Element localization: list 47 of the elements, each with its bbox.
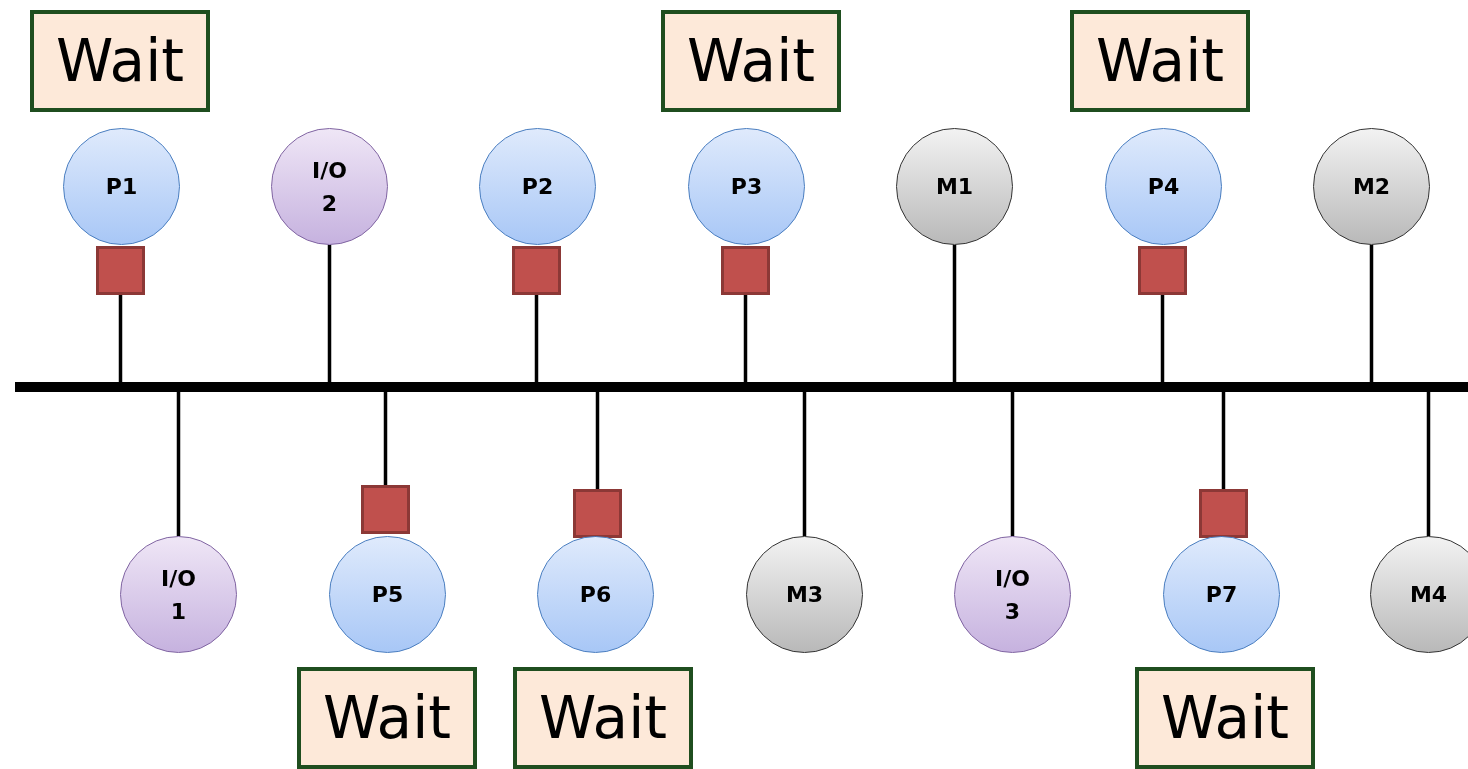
marker-square (721, 246, 770, 295)
marker-square (573, 489, 622, 538)
connector-line (1369, 245, 1374, 382)
marker-square (1138, 246, 1187, 295)
marker-square (1199, 489, 1248, 538)
connector-line (1160, 295, 1165, 382)
connector-line (595, 392, 600, 489)
node-label: I/O 1 (160, 564, 197, 626)
connector-line (383, 392, 388, 485)
node-label: I/O 2 (311, 156, 348, 218)
node-label: M3 (785, 581, 824, 609)
wait-box (1070, 10, 1250, 112)
connector-line (743, 295, 748, 382)
status-label: Wait (322, 689, 451, 747)
connector-line (176, 392, 181, 536)
marker-square (96, 246, 145, 295)
connector-line (952, 245, 957, 382)
wait-box (661, 10, 841, 112)
node-label: M4 (1409, 581, 1448, 609)
connector-line (1010, 392, 1015, 536)
status-label: Wait (538, 689, 667, 747)
node-label: P6 (579, 581, 612, 609)
connector-line (327, 245, 332, 382)
wait-box (30, 10, 210, 112)
node-label: P3 (730, 173, 763, 201)
status-label: Wait (686, 32, 815, 90)
connector-line (1426, 392, 1431, 536)
wait-box (297, 667, 477, 769)
status-label: Wait (1095, 32, 1224, 90)
node-label: M1 (935, 173, 974, 201)
node-label: P1 (105, 173, 138, 201)
wait-box (513, 667, 693, 769)
marker-square (361, 485, 410, 534)
node-label: P4 (1147, 173, 1180, 201)
node-label: I/O 3 (994, 564, 1031, 626)
connector-line (534, 295, 539, 382)
node-label: P5 (371, 581, 404, 609)
connector-line (1221, 392, 1226, 489)
connector-line (802, 392, 807, 536)
marker-square (512, 246, 561, 295)
wait-box (1135, 667, 1315, 769)
connector-line (118, 295, 123, 382)
status-label: Wait (55, 32, 184, 90)
node-label: P2 (521, 173, 554, 201)
node-label: M2 (1352, 173, 1391, 201)
status-label: Wait (1160, 689, 1289, 747)
node-label: P7 (1205, 581, 1238, 609)
